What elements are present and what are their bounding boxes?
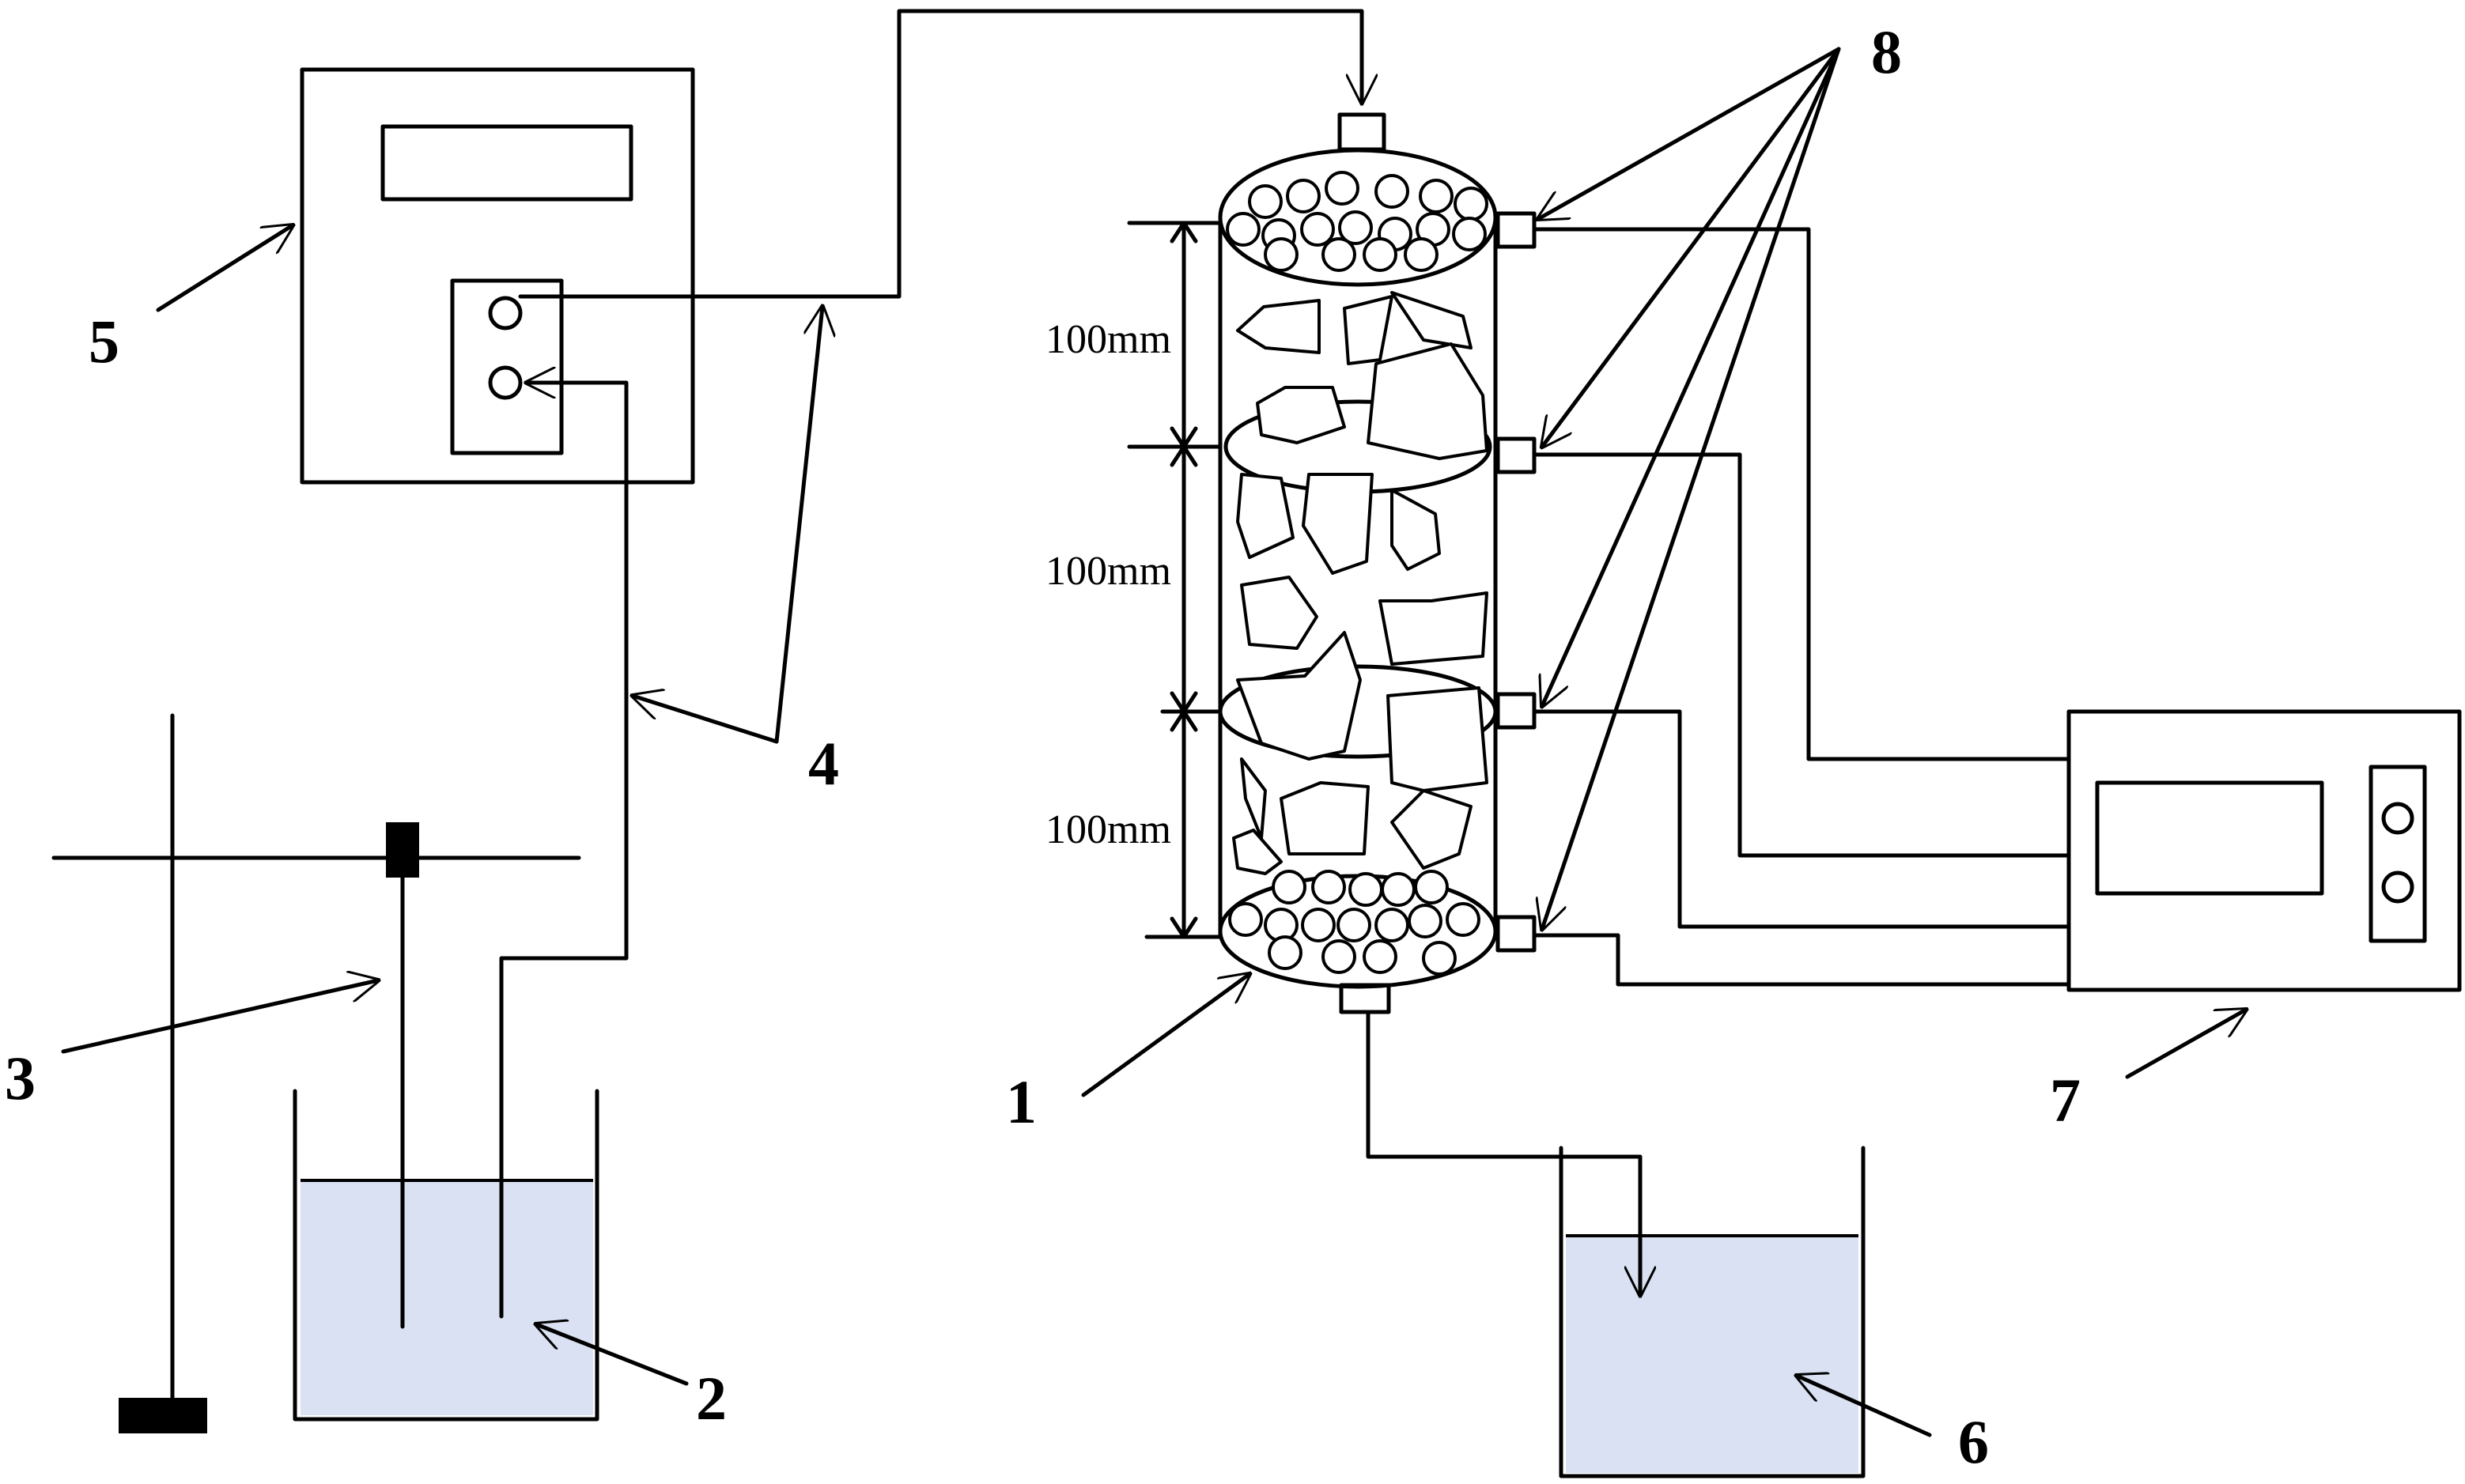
- label-tubing: 4: [808, 729, 839, 798]
- sensor-cables: [1532, 227, 2071, 987]
- tubing: [499, 9, 1362, 1319]
- label-pump: 5: [89, 307, 119, 376]
- sensor-port-3: [1495, 692, 1537, 730]
- label-stirrer: 3: [5, 1044, 36, 1112]
- top-gravel: [1226, 171, 1488, 272]
- column-inlet-fitting: [1337, 112, 1386, 152]
- rock-fragments: [1232, 291, 1488, 875]
- pump-port-outlet: [488, 296, 523, 330]
- stirrer-clamp: [386, 822, 419, 878]
- dimension-label-1: 100mm: [1045, 317, 1171, 362]
- label-column: 1: [1006, 1067, 1037, 1136]
- logger-knob-2: [2381, 870, 2414, 904]
- label-data-logger: 7: [2050, 1066, 2081, 1135]
- peristaltic-pump: [300, 67, 695, 485]
- effluent-beaker: [1559, 1146, 1866, 1478]
- sensor-port-1: [1495, 211, 1537, 249]
- sensor-port-2: [1495, 436, 1537, 474]
- label-arrows: [61, 47, 2246, 1437]
- bottom-gravel: [1228, 870, 1480, 976]
- pump-port-inlet: [488, 365, 523, 400]
- pump-port-panel: [450, 278, 564, 455]
- dimension-label-3: 100mm: [1045, 807, 1171, 852]
- feed-beaker: [293, 1089, 599, 1422]
- column-outlet-fitting: [1339, 983, 1391, 1014]
- sensor-port-4: [1495, 915, 1537, 953]
- logger-knob-1: [2381, 802, 2414, 835]
- dimension-lines: [1127, 221, 1223, 939]
- data-logger: [2066, 709, 2462, 992]
- label-effluent-beaker: 6: [1958, 1407, 1989, 1476]
- stand-base: [119, 1398, 207, 1433]
- dimension-label-2: 100mm: [1045, 549, 1171, 594]
- soil-column: [1218, 112, 1537, 1014]
- logger-port-panel: [2369, 765, 2427, 943]
- effluent-solution: [1566, 1236, 1858, 1473]
- outlet-tube: [1366, 1010, 1640, 1295]
- feed-solution: [301, 1180, 593, 1415]
- pump-display: [380, 124, 633, 202]
- label-sensors: 8: [1871, 17, 1902, 86]
- label-feed-beaker: 2: [696, 1364, 727, 1433]
- logger-display: [2095, 780, 2324, 896]
